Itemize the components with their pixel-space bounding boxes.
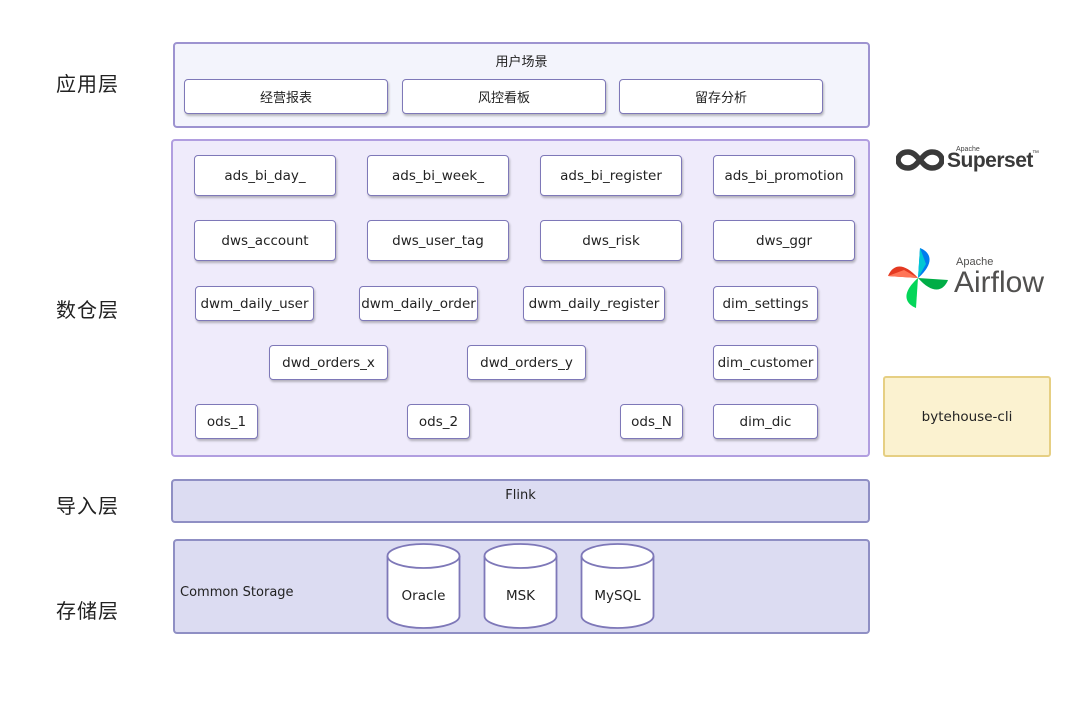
table-dws-risk: dws_risk — [540, 220, 682, 261]
table-ads-bi-register: ads_bi_register — [540, 155, 682, 196]
database-mysql-label: MySQL — [594, 588, 641, 604]
table-dws-ggr: dws_ggr — [713, 220, 855, 261]
table-dws-account: dws_account — [194, 220, 336, 261]
table-dwm-daily-order: dwm_daily_order — [359, 286, 478, 321]
database-cylinder-icon — [580, 543, 655, 629]
table-ads-bi-day: ads_bi_day_ — [194, 155, 336, 196]
table-ads-bi-week: ads_bi_week_ — [367, 155, 509, 196]
database-oracle-label: Oracle — [401, 588, 446, 604]
airflow-pinwheel-icon — [888, 248, 948, 308]
table-dwm-daily-register: dwm_daily_register — [523, 286, 665, 321]
database-cylinder-icon — [483, 543, 558, 629]
table-dwd-orders-y: dwd_orders_y — [467, 345, 586, 380]
storage-layer-label: 存储层 — [56, 599, 119, 623]
table-ods-2: ods_2 — [407, 404, 470, 439]
table-dwm-daily-user: dwm_daily_user — [195, 286, 314, 321]
application-panel-title: 用户场景 — [495, 55, 548, 70]
database-msk-label: MSK — [505, 588, 536, 604]
bytehouse-cli-box: bytehouse-cli — [883, 376, 1051, 457]
table-dws-user-tag: dws_user_tag — [367, 220, 509, 261]
airflow-apache-text: Apache — [956, 256, 994, 268]
application-layer-label: 应用层 — [56, 72, 119, 96]
superset-apache-text: Apache — [956, 146, 980, 153]
table-ods-1: ods_1 — [195, 404, 258, 439]
table-ods-n: ods_N — [620, 404, 683, 439]
database-oracle: Oracle — [386, 542, 461, 630]
superset-infinity-icon — [896, 149, 944, 171]
app-item-business-report: 经营报表 — [184, 79, 388, 114]
database-cylinder-icon — [386, 543, 461, 629]
airflow-name: Airflow — [954, 266, 1045, 299]
superset-name: Superset — [947, 149, 1033, 172]
table-dwd-orders-x: dwd_orders_x — [269, 345, 388, 380]
superset-trademark: ™ — [1032, 150, 1039, 157]
table-dim-settings: dim_settings — [713, 286, 818, 321]
superset-logo: Apache Superset ™ — [896, 140, 1046, 180]
import-layer-label: 导入层 — [56, 494, 119, 518]
storage-panel-title: Common Storage — [180, 585, 294, 600]
table-dim-dic: dim_dic — [713, 404, 818, 439]
import-panel-title: Flink — [505, 488, 536, 503]
app-item-retention-analysis: 留存分析 — [619, 79, 823, 114]
app-item-risk-dashboard: 风控看板 — [402, 79, 606, 114]
database-msk: MSK — [483, 542, 558, 630]
table-ads-bi-promotion: ads_bi_promotion — [713, 155, 855, 196]
import-panel: Flink — [171, 479, 870, 523]
database-mysql: MySQL — [580, 542, 655, 630]
table-dim-customer: dim_customer — [713, 345, 818, 380]
warehouse-layer-label: 数仓层 — [56, 298, 119, 322]
airflow-logo: Apache Airflow — [886, 246, 1056, 310]
